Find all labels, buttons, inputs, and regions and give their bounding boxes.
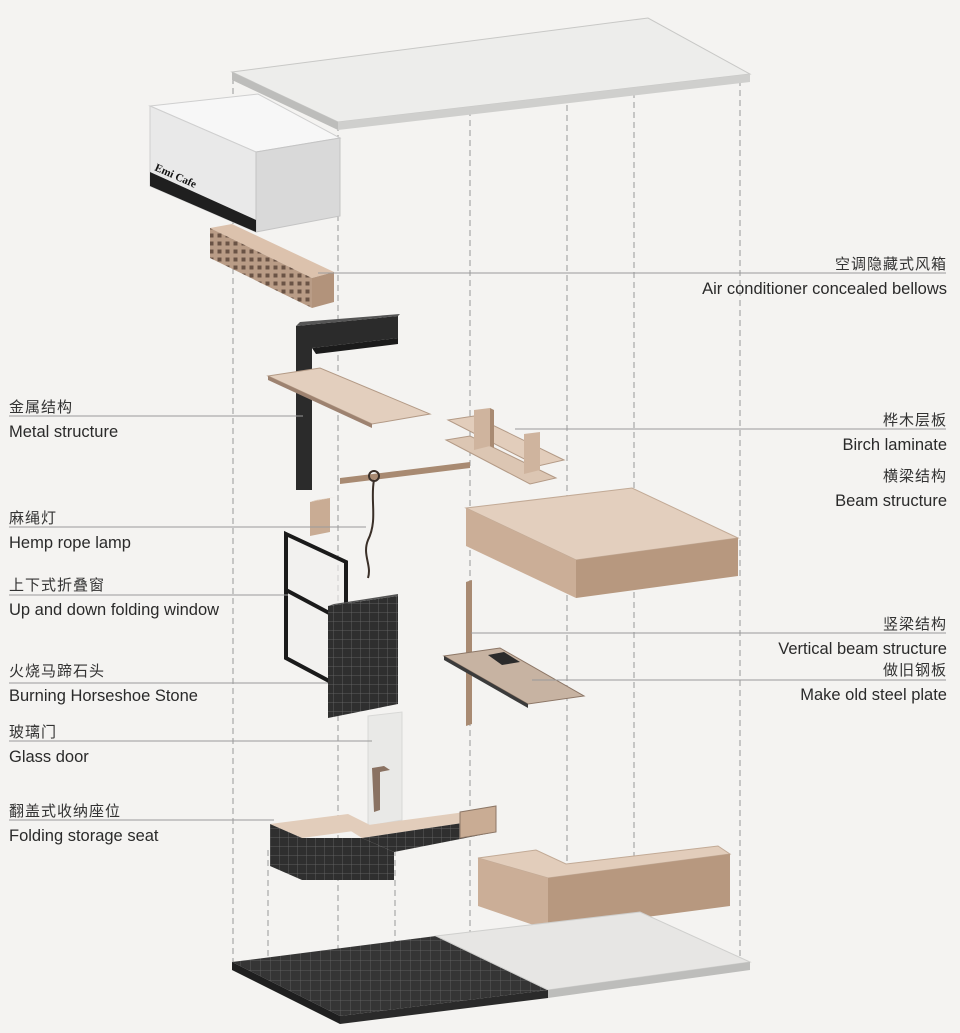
- label-en: Hemp rope lamp: [9, 534, 131, 552]
- ceiling-slab: [230, 17, 752, 130]
- label-en: Birch laminate: [842, 436, 947, 454]
- label-zh: 麻绳灯: [9, 510, 58, 527]
- label-en: Vertical beam structure: [778, 640, 947, 658]
- label-en: Folding storage seat: [9, 827, 159, 845]
- label-en: Air conditioner concealed bellows: [702, 280, 947, 298]
- birch-laminate-rack: [444, 408, 566, 485]
- tile-wall: [328, 594, 398, 718]
- old-steel-plate: [442, 647, 586, 708]
- label-vertical-beam: 竖梁结构 Vertical beam structure: [778, 616, 947, 660]
- label-hemp-rope-lamp: 麻绳灯 Hemp rope lamp: [9, 510, 131, 554]
- label-horseshoe-stone: 火烧马蹄石头 Burning Horseshoe Stone: [9, 663, 198, 707]
- label-folding-window: 上下式折叠窗 Up and down folding window: [9, 577, 219, 621]
- ac-bellows: [210, 224, 334, 308]
- label-beam-structure: 横梁结构 Beam structure: [835, 468, 947, 512]
- label-zh: 做旧钢板: [882, 662, 947, 679]
- label-en: Beam structure: [835, 492, 947, 510]
- label-zh: 上下式折叠窗: [9, 577, 106, 594]
- wood-shelf: [266, 367, 432, 428]
- floor-slab: [232, 911, 752, 1024]
- glass-door: [367, 711, 403, 827]
- label-en: Burning Horseshoe Stone: [9, 687, 198, 705]
- label-zh: 金属结构: [9, 399, 74, 416]
- label-glass-door: 玻璃门 Glass door: [9, 724, 89, 768]
- label-metal-structure: 金属结构 Metal structure: [9, 399, 118, 443]
- storage-seat: [270, 805, 497, 880]
- label-storage-seat: 翻盖式收纳座位 Folding storage seat: [9, 803, 159, 847]
- signage-box: Emi Cafe: [148, 93, 342, 233]
- label-zh: 竖梁结构: [882, 616, 947, 633]
- label-en: Up and down folding window: [9, 601, 220, 619]
- label-steel-plate: 做旧钢板 Make old steel plate: [800, 662, 947, 706]
- label-birch-laminate: 桦木层板 Birch laminate: [842, 412, 947, 456]
- leader-lines: [9, 272, 946, 821]
- label-zh: 玻璃门: [9, 724, 58, 741]
- counter-block: [477, 845, 732, 930]
- beam-structure-block: [464, 487, 740, 598]
- label-en: Make old steel plate: [800, 686, 947, 704]
- label-zh: 空调隐藏式风箱: [834, 256, 947, 273]
- label-en: Glass door: [9, 748, 89, 766]
- label-en: Metal structure: [9, 423, 119, 441]
- label-zh: 翻盖式收纳座位: [9, 803, 122, 820]
- label-zh: 火烧马蹄石头: [9, 663, 106, 680]
- label-ac-bellows: 空调隐藏式风箱 Air conditioner concealed bellow…: [702, 256, 947, 300]
- metal-l-structure: [296, 314, 400, 490]
- label-zh: 横梁结构: [882, 468, 947, 485]
- label-zh: 桦木层板: [882, 412, 947, 429]
